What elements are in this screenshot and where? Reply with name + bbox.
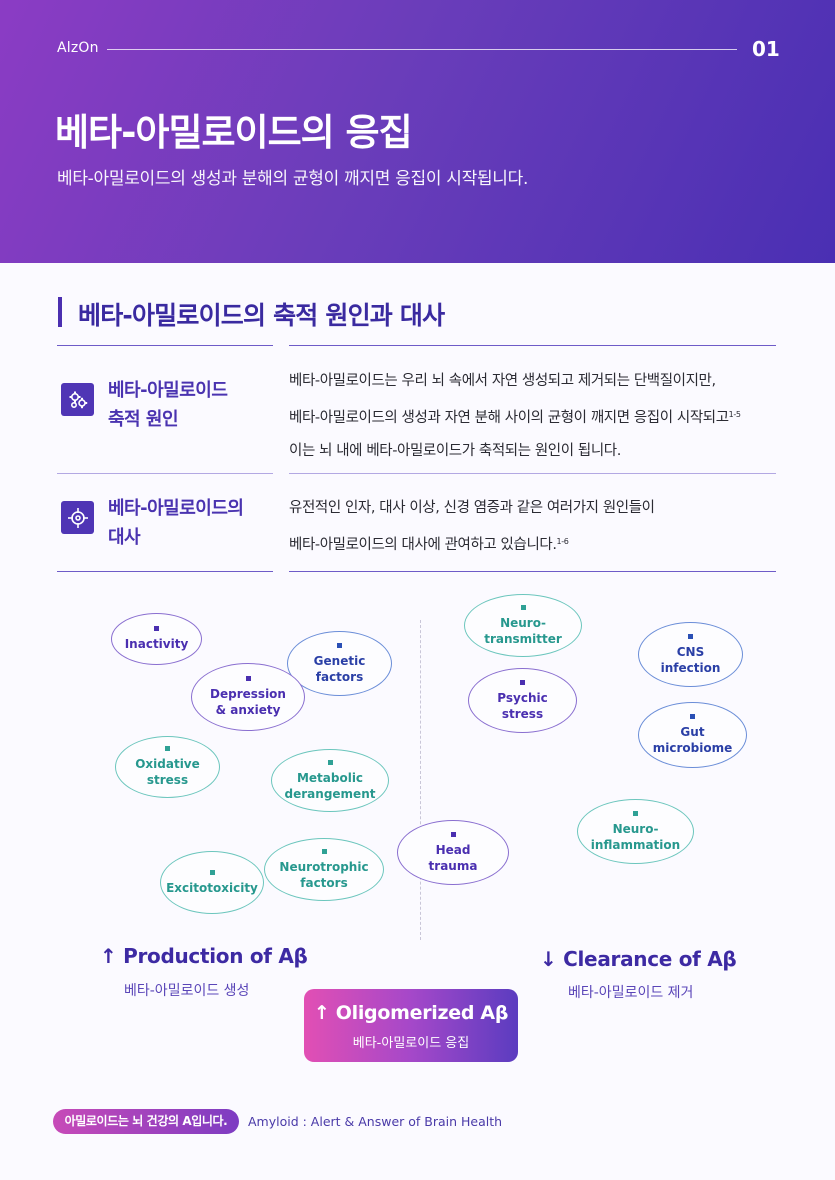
bullet-icon: [520, 679, 525, 685]
section-accent-bar: [58, 297, 62, 327]
bullet-icon: [633, 810, 638, 816]
table-top-rule-right: [289, 345, 776, 346]
production-title: ↑ Production of Aβ: [100, 944, 308, 968]
table-top-rule-left: [57, 345, 273, 346]
page-number: 01: [752, 37, 780, 61]
oligomerized-title: ↑ Oligomerized Aβ: [313, 1002, 509, 1024]
factor-gut-microbiome: Gut microbiome: [638, 702, 747, 768]
bullet-icon: [321, 848, 327, 854]
factor-depression: Depression & anxiety: [191, 663, 305, 731]
bullet-icon: [165, 746, 170, 751]
page-title: 베타-아밀로이드의 응집: [55, 111, 413, 154]
page-header: AlzOn 01 베타-아밀로이드의 응집 베타-아밀로이드의 생성과 분해의 …: [0, 0, 835, 263]
factor-metabolic: Metabolic derangement: [271, 749, 389, 812]
table-bottom-rule-right: [289, 571, 776, 572]
clearance-title: ↓ Clearance of Aβ: [540, 947, 737, 971]
factor-inactivity: Inactivity: [111, 613, 202, 665]
row-text-accumulation: 베타-아밀로이드는 우리 뇌 속에서 자연 생성되고 제거되는 단백질이지만, …: [289, 373, 741, 459]
section-title: 베타-아밀로이드의 축적 원인과 대사: [78, 301, 445, 330]
bullet-icon: [154, 626, 159, 631]
oligomerized-box: ↑ Oligomerized Aβ 베타-아밀로이드 응집: [304, 989, 518, 1062]
production-subtitle: 베타-아밀로이드 생성: [124, 983, 250, 999]
bullet-icon: [327, 759, 333, 765]
clearance-subtitle: 베타-아밀로이드 제거: [568, 985, 694, 1001]
row-text-metabolism: 유전적인 인자, 대사 이상, 신경 염증과 같은 여러가지 원인들이 베타-아…: [289, 500, 655, 553]
brand-name: AlzOn: [57, 40, 99, 56]
gears-icon: [61, 383, 94, 416]
factor-cns-infection: CNS infection: [638, 622, 743, 687]
row-label-accumulation: 베타-아밀로이드 축적 원인: [108, 380, 228, 430]
factor-excitotoxicity: Excitotoxicity: [160, 851, 264, 914]
bullet-icon: [337, 642, 342, 648]
oligomerized-subtitle: 베타-아밀로이드 응집: [352, 1036, 470, 1051]
row-divider-right: [289, 473, 776, 474]
bullet-icon: [690, 714, 695, 719]
bullet-icon: [688, 633, 693, 639]
factor-psychic-stress: Psychic stress: [468, 668, 577, 733]
crosshair-icon: [61, 501, 94, 534]
row-divider-left: [57, 473, 273, 474]
row-label-metabolism: 베타-아밀로이드의 대사: [108, 498, 244, 548]
bullet-icon: [450, 831, 456, 837]
factor-head-trauma: Head trauma: [397, 820, 509, 885]
diagram-center-divider: [420, 620, 421, 940]
table-bottom-rule-left: [57, 571, 273, 572]
factor-genetic: Genetic factors: [287, 631, 392, 696]
page-subtitle: 베타-아밀로이드의 생성과 분해의 균형이 깨지면 응집이 시작됩니다.: [57, 169, 529, 189]
factor-neuroinflammation: Neuro- inflammation: [577, 799, 694, 864]
bullet-icon: [520, 604, 526, 610]
factor-oxidative-stress: Oxidative stress: [115, 736, 220, 798]
footer-tagline-text: Amyloid : Alert & Answer of Brain Health: [248, 1114, 503, 1129]
footer-tagline-pill: 아밀로이드는 뇌 건강의 A입니다.: [53, 1109, 239, 1134]
bullet-icon: [245, 676, 251, 681]
factor-neurotrophic: Neurotrophic factors: [264, 838, 384, 901]
bullet-icon: [209, 869, 215, 875]
header-divider: [107, 49, 737, 50]
factor-neurotransmitter: Neuro- transmitter: [464, 594, 582, 657]
